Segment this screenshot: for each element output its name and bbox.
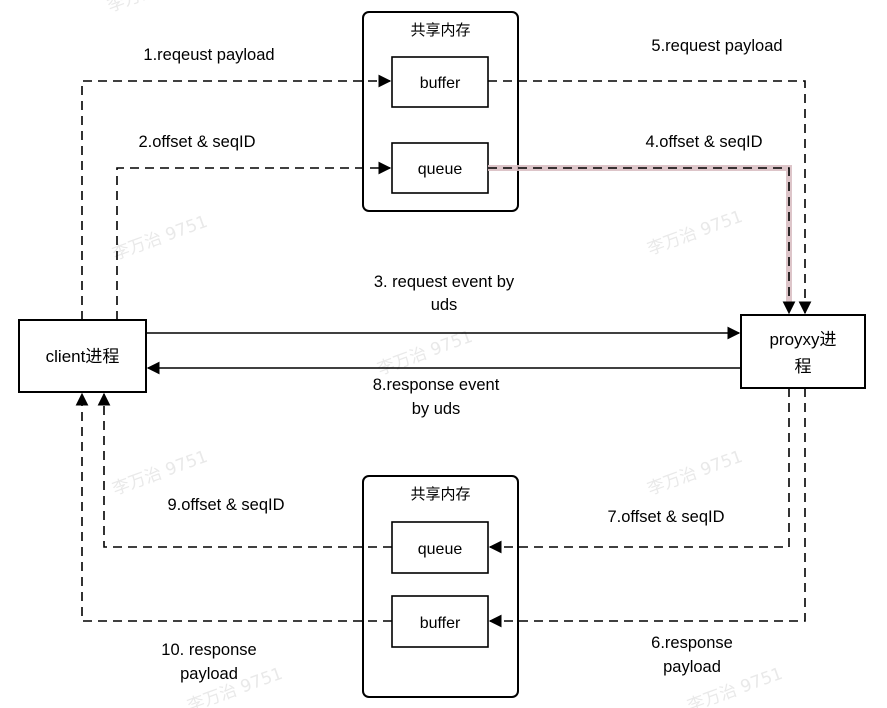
shared-memory-top-title: 共享内存 bbox=[410, 21, 470, 39]
buffer-bottom-label: buffer bbox=[420, 615, 461, 632]
edge-9-label: 9.offset & seqID bbox=[167, 496, 284, 514]
edge-9-offset-seqid bbox=[97, 392, 392, 548]
edge-6-label-line2: payload bbox=[663, 658, 721, 676]
client-process-label: client进程 bbox=[46, 347, 120, 366]
edge-1-label: 1.reqeust payload bbox=[143, 46, 274, 64]
watermark: 李万治 9751 bbox=[110, 212, 211, 265]
edge-7-offset-seqid bbox=[488, 388, 790, 554]
proxy-process-label-line1: proyxy进 bbox=[769, 330, 836, 349]
edge-4-highlight bbox=[488, 165, 792, 305]
watermark: 李万治 9751 bbox=[110, 447, 211, 500]
edge-5-label: 5.request payload bbox=[651, 37, 782, 55]
watermark: 李万治 9751 bbox=[375, 327, 476, 380]
edge-10-label-line2: payload bbox=[180, 665, 238, 683]
edge-4-offset-seqid bbox=[488, 167, 796, 315]
edge-6-label-line1: 6.response bbox=[651, 634, 733, 652]
watermark: 李万治 9751 bbox=[105, 0, 206, 17]
edge-10-label-line1: 10. response bbox=[161, 641, 256, 659]
client-process-box bbox=[18, 319, 147, 393]
edge-5-request-payload bbox=[488, 80, 812, 315]
edge-8-label-line1: 8.response event bbox=[373, 376, 500, 394]
buffer-top-box bbox=[391, 56, 489, 108]
proxy-process-label-line2: 程 bbox=[795, 357, 812, 376]
buffer-top-label: buffer bbox=[420, 75, 461, 92]
queue-bottom-box bbox=[391, 521, 489, 574]
edge-4-label: 4.offset & seqID bbox=[645, 133, 762, 151]
shared-memory-bottom-container bbox=[362, 475, 519, 698]
edge-2-label: 2.offset & seqID bbox=[138, 133, 255, 151]
edge-8-label-line2: by uds bbox=[412, 400, 461, 418]
edge-7-label: 7.offset & seqID bbox=[607, 508, 724, 526]
edge-3-label-line1: 3. request event by bbox=[374, 273, 515, 291]
watermark: 李万治 9751 bbox=[645, 447, 746, 500]
watermark: 李万治 9751 bbox=[645, 207, 746, 260]
edge-1-request-payload bbox=[81, 74, 392, 320]
queue-top-label: queue bbox=[418, 161, 463, 178]
queue-bottom-label: queue bbox=[418, 541, 463, 558]
shared-memory-bottom-title: 共享内存 bbox=[410, 485, 470, 503]
edge-3-label-line2: uds bbox=[431, 296, 458, 314]
edge-6-response-payload bbox=[488, 388, 806, 628]
proxy-process-box bbox=[740, 314, 866, 389]
edge-2-offset-seqid bbox=[116, 161, 392, 320]
